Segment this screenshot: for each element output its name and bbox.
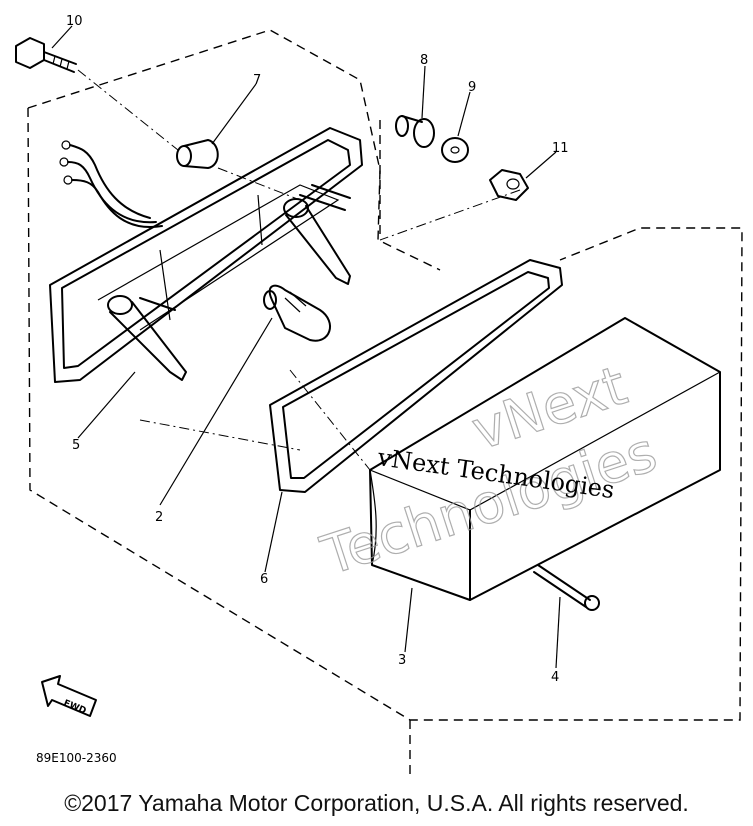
callout-2: 2 <box>155 510 163 525</box>
assembly-boundary <box>27 29 743 775</box>
washer <box>441 137 469 163</box>
lamp-housing <box>49 127 363 383</box>
diagram-code: 89E100-2360 <box>36 751 117 765</box>
callout-11: 11 <box>552 141 569 156</box>
assembly-axes <box>77 69 521 471</box>
watermark: vNext Technologies vNext Technologies <box>313 353 665 588</box>
callout-8: 8 <box>420 53 428 68</box>
collar <box>395 115 435 148</box>
leader-lines <box>51 25 561 669</box>
forward-label: FWD <box>62 699 88 717</box>
callout-6: 6 <box>260 572 268 587</box>
gasket <box>269 259 563 493</box>
callout-10: 10 <box>66 14 83 29</box>
bolt <box>15 37 77 73</box>
nut <box>489 169 529 201</box>
lens-screw <box>533 564 600 611</box>
callout-5: 5 <box>72 438 80 453</box>
copyright-notice: ©2017 Yamaha Motor Corporation, U.S.A. A… <box>64 790 689 816</box>
bulb <box>263 284 331 342</box>
callout-7: 7 <box>253 73 261 88</box>
callout-4: 4 <box>551 670 559 685</box>
lens <box>369 317 721 601</box>
callout-3: 3 <box>398 653 406 668</box>
callout-9: 9 <box>468 80 476 95</box>
grommet <box>176 139 219 169</box>
forward-arrow-icon: FWD <box>41 675 97 717</box>
